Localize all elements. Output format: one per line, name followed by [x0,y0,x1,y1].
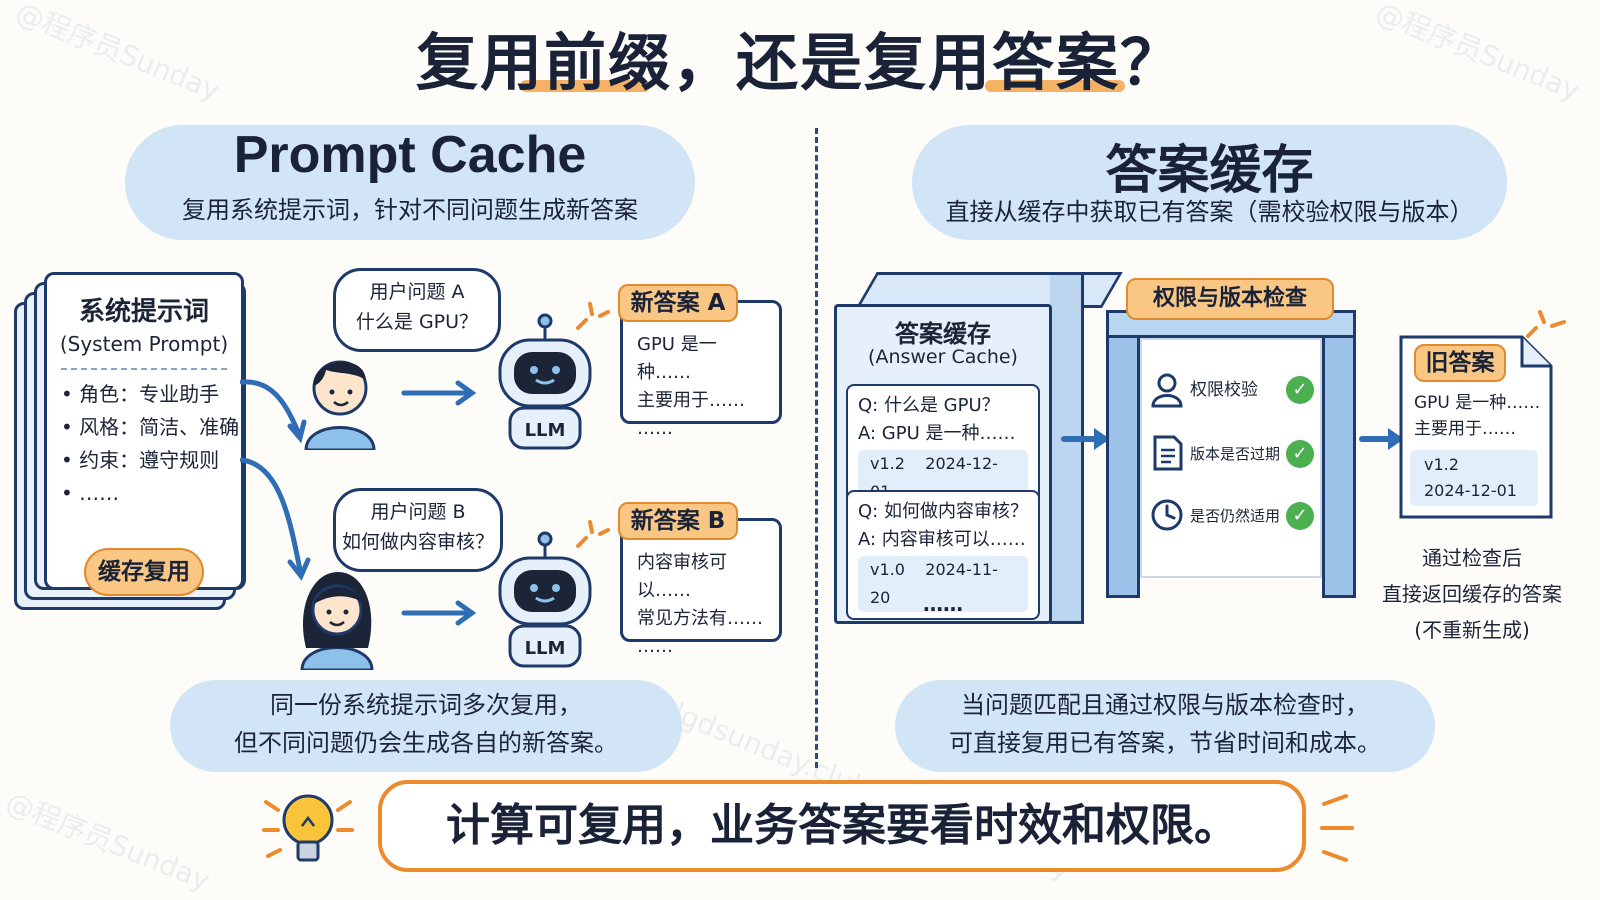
return-note-line: 通过检查后 [1422,546,1522,570]
system-card-item: • …… [61,481,120,505]
watermark: @程序员Sunday [1,785,215,898]
left-subheading: 复用系统提示词，针对不同问题生成新答案 [182,196,638,224]
cache-subtitle: (Answer Cache) [868,346,1018,368]
right-summary: 当问题匹配且通过权限与版本检查时， 可直接复用已有答案，节省时间和成本。 [895,686,1435,762]
system-card-item: • 约束：遵守规则 [61,448,220,472]
arrow-to-old-answer [1359,428,1404,450]
check-label: 是否仍然适用 [1190,507,1281,525]
left-summary-blob [170,680,682,772]
cache-more: …… [923,592,963,616]
spark-icon [576,302,610,330]
check-label: 权限校验 [1190,380,1258,400]
system-card-title: 系统提示词 [78,297,209,327]
left-summary-line: 同一份系统提示词多次复用， [270,691,582,719]
right-header-blob [912,125,1507,240]
cache-entry-question: Q: 什么是 GPU？ [858,395,1000,416]
spark-icon [1526,310,1566,338]
left-header-blob [125,125,695,240]
cache-entry-answer: A: GPU 是一种…… [858,423,1016,444]
arrow-to-llm-a [401,380,477,406]
old-answer-date: 2024-12-01 [1424,481,1517,500]
system-card-subtitle: (System Prompt) [59,332,229,356]
answer-b-line: 常见方法有…… [637,608,763,629]
right-subheading: 直接从缓存中获取已有答案（需校验权限与版本） [945,198,1474,226]
question-b-line2: 如何做内容审核？ [341,531,494,553]
check-label: 版本是否过期 [1190,445,1281,463]
answer-a-line: GPU 是一种…… [637,334,717,383]
right-summary-blob [895,680,1435,772]
question-a-line2: 什么是 GPU？ [355,311,479,333]
gate-right-pillar [1322,318,1356,598]
cache-entry-date: 2024-11-20 [870,560,998,607]
slogan-banner: 计算可复用，业务答案要看时效和权限。 [378,780,1306,872]
answer-b-line: …… [637,636,673,657]
return-note-line: (不重新生成) [1414,618,1530,642]
user-check-icon [1151,373,1183,408]
gate-left-pillar [1106,318,1140,598]
title-underline-1 [520,80,650,92]
arrow-to-llm-b [401,600,477,626]
new-answer-b-tag: 新答案 B [618,502,738,540]
answer-a-line: …… [637,418,673,439]
system-prompt-card: 系统提示词 (System Prompt) • 角色：专业助手 • 风格：简洁、… [44,272,244,590]
spark-icon [1320,794,1354,862]
question-bubble-b: 用户问题 B 如何做内容审核？ [333,488,503,572]
spark-icon [576,520,610,548]
right-summary-line: 可直接复用已有答案，节省时间和成本。 [949,729,1381,757]
cache-entry-answer: A: 内容审核可以…… [858,529,1026,550]
user-man-icon [304,360,376,450]
old-answer-meta: v1.2 2024-12-01 [1410,450,1538,506]
system-card-item: • 角色：专业助手 [61,382,220,406]
arrow-to-gate [1061,428,1110,450]
check-pass-icon: ✓ [1286,502,1314,530]
robot-label-b: LLM [524,638,566,659]
left-heading: Prompt Cache [233,126,587,184]
return-note-line: 直接返回缓存的答案 [1382,582,1562,606]
cache-title: 答案缓存 [895,320,991,348]
answer-a-line: 主要用于…… [637,390,745,411]
question-bubble-a: 用户问题 A 什么是 GPU？ [333,268,501,352]
left-summary: 同一份系统提示词多次复用， 但不同问题仍会生成各自的新答案。 [170,686,682,762]
robot-icon-a [498,313,592,450]
cache-entry-version: v1.2 [870,454,905,473]
question-b-line1: 用户问题 B [370,501,466,523]
check-pass-icon: ✓ [1286,440,1314,468]
gate-title-tag: 权限与版本检查 [1126,278,1334,320]
cache-entry: Q: 如何做内容审核？ A: 内容审核可以…… v1.0 2024-11-20 [846,490,1040,620]
section-divider [815,128,818,768]
title-underline-2 [985,80,1125,92]
cache-entry-question: Q: 如何做内容审核？ [858,501,1028,522]
robot-label-a: LLM [524,420,566,441]
old-answer-version: v1.2 [1424,455,1459,474]
system-card-item: • 风格：简洁、准确 [61,415,240,439]
return-note: 通过检查后 直接返回缓存的答案 (不重新生成) [1372,540,1572,648]
old-answer-tag: 旧答案 [1414,344,1506,382]
answer-b-line: 内容审核可以…… [637,552,727,601]
cache-entry-meta: v1.0 2024-11-20 [858,556,1028,612]
new-answer-a-tag: 新答案 A [618,284,738,322]
document-icon [1153,435,1183,471]
cache-entry-version: v1.0 [870,560,905,579]
question-a-line1: 用户问题 A [369,281,465,303]
right-summary-line: 当问题匹配且通过权限与版本检查时， [961,691,1369,719]
system-card-divider [61,368,227,370]
left-summary-line: 但不同问题仍会生成各自的新答案。 [234,729,618,757]
user-woman-icon [300,572,374,670]
check-pass-icon: ✓ [1286,376,1314,404]
right-heading: 答案缓存 [1105,141,1314,201]
page-title: 复用前缀，还是复用答案？ [415,26,1184,99]
cache-cabinet-side [1050,272,1084,624]
robot-icon-b [498,531,592,668]
old-answer-line: GPU 是一种…… [1414,393,1541,413]
clock-icon [1151,499,1183,531]
flow-arrows-left [240,379,311,581]
old-answer-line: 主要用于…… [1414,419,1516,439]
cache-reuse-tag: 缓存复用 [84,548,204,596]
lightbulb-icon [262,794,354,862]
